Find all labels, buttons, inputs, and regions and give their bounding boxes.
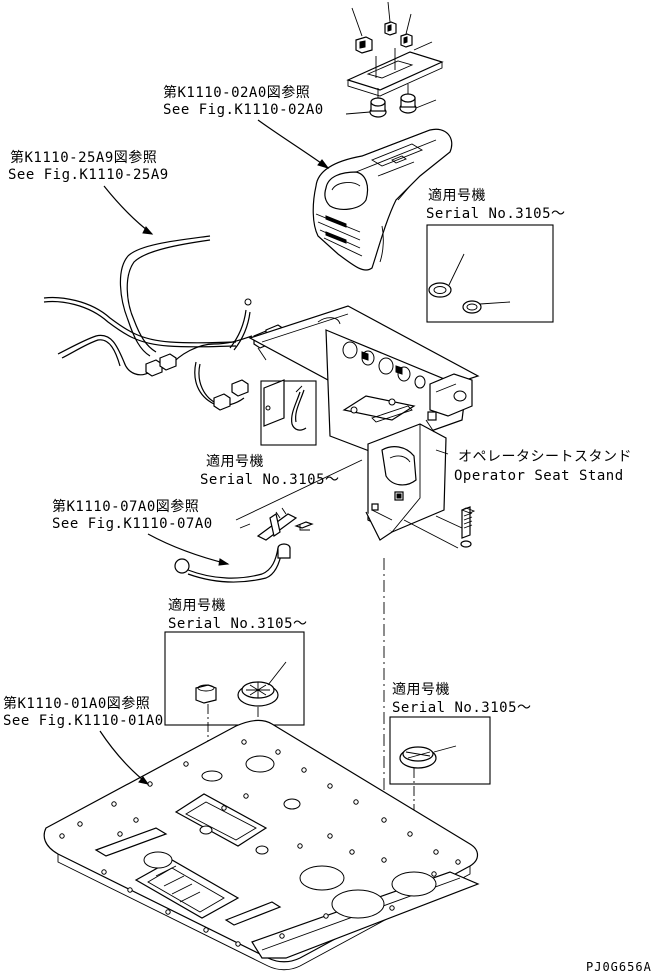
lever-ref-jp: 第K1110-07A0図参照 — [52, 498, 199, 515]
serial-right-jp: 適用号機 — [392, 681, 450, 698]
drawing-number: PJ0G656A — [586, 960, 652, 974]
harness-ref-jp: 第K1110-25A9図参照 — [10, 149, 157, 166]
serial-mid-en: Serial No.3105～ — [200, 472, 340, 488]
switch-parts — [345, 1, 444, 118]
stand-label: オペレータシートスタンド Operator Seat Stand — [454, 449, 632, 484]
stand-jp: オペレータシートスタンド — [458, 449, 632, 465]
wire-harness — [43, 235, 285, 411]
serial-left-en: Serial No.3105～ — [168, 616, 308, 632]
serial-top-jp: 適用号機 — [428, 187, 486, 204]
console-ref-jp: 第K1110-02A0図参照 — [163, 84, 310, 101]
serial-mid-jp: 適用号機 — [206, 453, 264, 470]
serial-left-jp: 適用号機 — [168, 597, 226, 614]
floor-reference: 第K1110-01A0図参照 See Fig.K1110-01A0 — [3, 695, 164, 785]
serial-right-en: Serial No.3105～ — [392, 700, 532, 716]
harness-ref-en: See Fig.K1110-25A9 — [8, 167, 169, 183]
stand-en: Operator Seat Stand — [454, 468, 624, 484]
floor-plate — [43, 719, 480, 971]
console-assembly — [312, 128, 453, 271]
serial-box-mid: 適用号機 Serial No.3105～ — [200, 379, 363, 529]
seat-stand — [248, 305, 480, 860]
floor-ref-en: See Fig.K1110-01A0 — [3, 713, 164, 729]
harness-reference: 第K1110-25A9図参照 See Fig.K1110-25A9 — [8, 149, 169, 235]
serial-box-top: 適用号機 Serial No.3105～ — [426, 187, 566, 323]
console-reference: 第K1110-02A0図参照 See Fig.K1110-02A0 — [163, 84, 330, 169]
lever-assembly: 第K1110-07A0図参照 See Fig.K1110-07A0 — [52, 498, 314, 583]
floor-ref-jp: 第K1110-01A0図参照 — [3, 695, 150, 712]
serial-box-right: 適用号機 Serial No.3105～ — [389, 681, 532, 872]
serial-top-en: Serial No.3105～ — [426, 206, 566, 222]
console-ref-en: See Fig.K1110-02A0 — [163, 102, 324, 118]
lever-ref-en: See Fig.K1110-07A0 — [52, 516, 213, 532]
